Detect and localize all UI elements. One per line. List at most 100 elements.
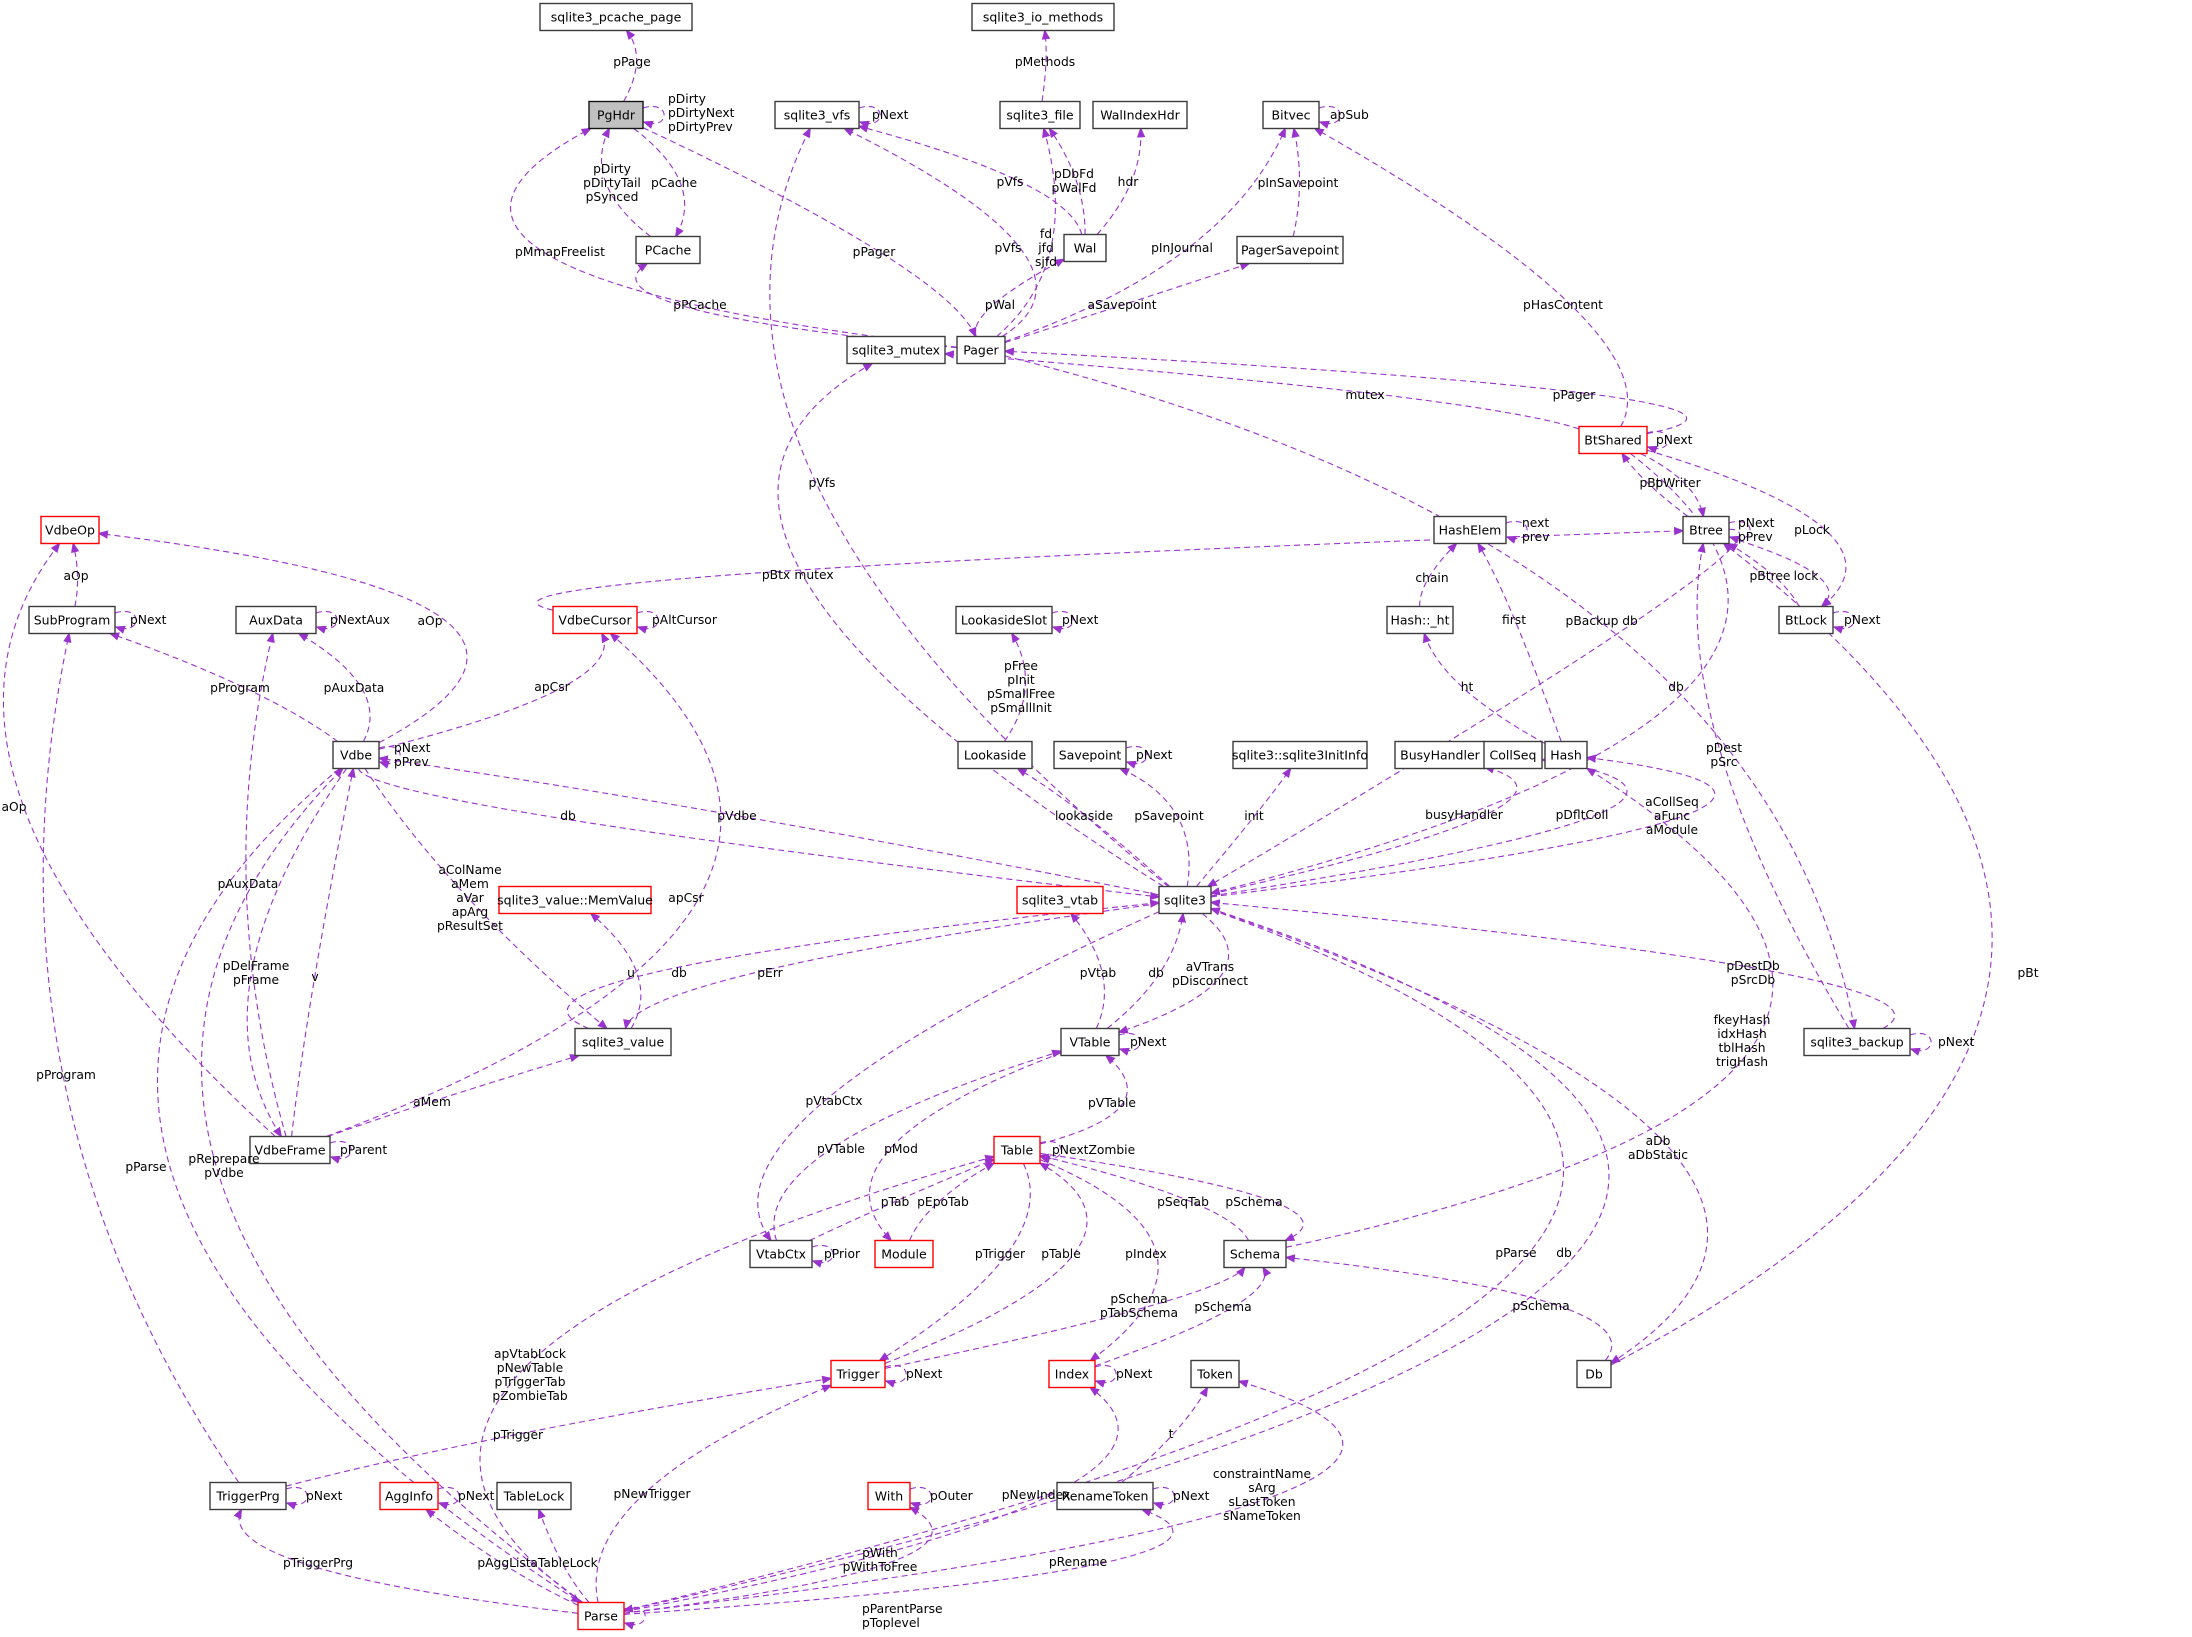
- node-box-PagerSavepoint[interactable]: [1236, 235, 1344, 265]
- node-TableLock[interactable]: TableLock: [496, 1481, 572, 1511]
- node-box-vfs[interactable]: [774, 100, 860, 130]
- node-Hash[interactable]: Hash: [1544, 740, 1588, 770]
- node-box-Vdbe[interactable]: [332, 740, 380, 770]
- node-VdbeOp[interactable]: VdbeOp: [40, 515, 100, 545]
- node-box-pcachepage[interactable]: [539, 2, 693, 32]
- node-box-With[interactable]: [867, 1481, 911, 1511]
- node-box-Schema[interactable]: [1223, 1239, 1287, 1269]
- node-initinfo[interactable]: sqlite3::sqlite3InitInfo: [1232, 740, 1368, 770]
- node-box-Pager[interactable]: [956, 335, 1006, 365]
- node-Db[interactable]: Db: [1576, 1359, 1612, 1389]
- node-box-Db[interactable]: [1576, 1359, 1612, 1389]
- node-box-AuxData[interactable]: [235, 605, 317, 635]
- node-WalIndexHdr[interactable]: WalIndexHdr: [1092, 100, 1188, 130]
- node-Module[interactable]: Module: [874, 1239, 934, 1269]
- node-box-VTable[interactable]: [1060, 1027, 1120, 1057]
- node-box-Table[interactable]: [993, 1135, 1041, 1165]
- node-box-Btree[interactable]: [1682, 515, 1730, 545]
- node-box-Trigger[interactable]: [830, 1359, 886, 1389]
- node-box-Wal[interactable]: [1063, 233, 1107, 263]
- node-box-file[interactable]: [999, 100, 1081, 130]
- node-vtab[interactable]: sqlite3_vtab: [1016, 885, 1104, 915]
- node-box-HashElem[interactable]: [1433, 515, 1507, 545]
- node-box-Token[interactable]: [1190, 1359, 1240, 1389]
- node-box-PgHdr[interactable]: [588, 100, 644, 130]
- node-box-vtab[interactable]: [1016, 885, 1104, 915]
- node-file[interactable]: sqlite3_file: [999, 100, 1081, 130]
- node-box-CollSeq[interactable]: [1483, 740, 1543, 770]
- node-box-BtShared[interactable]: [1578, 425, 1648, 455]
- node-BusyHandler[interactable]: BusyHandler: [1394, 740, 1486, 770]
- node-box-AggInfo[interactable]: [379, 1481, 439, 1511]
- node-box-Savepoint[interactable]: [1053, 740, 1127, 770]
- node-sqlite3[interactable]: sqlite3: [1158, 885, 1212, 915]
- node-mutex[interactable]: sqlite3_mutex: [846, 335, 946, 365]
- node-VdbeFrame[interactable]: VdbeFrame: [249, 1135, 331, 1165]
- node-iomethods[interactable]: sqlite3_io_methods: [971, 2, 1115, 32]
- node-box-PCache[interactable]: [635, 235, 701, 265]
- node-box-SubProgram[interactable]: [28, 605, 116, 635]
- node-BtShared[interactable]: BtShared: [1578, 425, 1648, 455]
- node-CollSeq[interactable]: CollSeq: [1483, 740, 1543, 770]
- node-box-VtabCtx[interactable]: [749, 1239, 813, 1269]
- node-pcachepage[interactable]: sqlite3_pcache_page: [539, 2, 693, 32]
- node-Lookaside[interactable]: Lookaside: [957, 740, 1033, 770]
- node-LookasideSlot[interactable]: LookasideSlot: [955, 605, 1053, 635]
- node-box-LookasideSlot[interactable]: [955, 605, 1053, 635]
- node-box-Bitvec[interactable]: [1262, 100, 1320, 130]
- node-Btree[interactable]: Btree: [1682, 515, 1730, 545]
- node-Vdbe[interactable]: Vdbe: [332, 740, 380, 770]
- node-SubProgram[interactable]: SubProgram: [28, 605, 116, 635]
- node-Token[interactable]: Token: [1190, 1359, 1240, 1389]
- node-BtLock[interactable]: BtLock: [1778, 605, 1834, 635]
- node-box-VdbeOp[interactable]: [40, 515, 100, 545]
- node-With[interactable]: With: [867, 1481, 911, 1511]
- node-box-RenameToken[interactable]: [1056, 1481, 1154, 1511]
- node-box-memvalue[interactable]: [498, 885, 652, 915]
- node-box-mutex[interactable]: [846, 335, 946, 365]
- node-RenameToken[interactable]: RenameToken: [1056, 1481, 1154, 1511]
- node-box-Lookaside[interactable]: [957, 740, 1033, 770]
- node-box-Parse[interactable]: [577, 1601, 625, 1631]
- node-box-Hash[interactable]: [1544, 740, 1588, 770]
- node-box-TriggerPrg[interactable]: [209, 1481, 287, 1511]
- node-Trigger[interactable]: Trigger: [830, 1359, 886, 1389]
- node-Index[interactable]: Index: [1048, 1359, 1096, 1389]
- node-box-hash_ht[interactable]: [1386, 605, 1454, 635]
- node-AuxData[interactable]: AuxData: [235, 605, 317, 635]
- node-box-Module[interactable]: [874, 1239, 934, 1269]
- node-TriggerPrg[interactable]: TriggerPrg: [209, 1481, 287, 1511]
- node-box-BtLock[interactable]: [1778, 605, 1834, 635]
- node-box-sqlite3[interactable]: [1158, 885, 1212, 915]
- node-box-VdbeFrame[interactable]: [249, 1135, 331, 1165]
- node-Table[interactable]: Table: [993, 1135, 1041, 1165]
- node-Pager[interactable]: Pager: [956, 335, 1006, 365]
- node-box-BusyHandler[interactable]: [1394, 740, 1486, 770]
- node-PgHdr[interactable]: PgHdr: [588, 100, 644, 130]
- node-value[interactable]: sqlite3_value: [574, 1027, 672, 1057]
- node-AggInfo[interactable]: AggInfo: [379, 1481, 439, 1511]
- node-VdbeCursor[interactable]: VdbeCursor: [552, 605, 638, 635]
- node-Bitvec[interactable]: Bitvec: [1262, 100, 1320, 130]
- node-Schema[interactable]: Schema: [1223, 1239, 1287, 1269]
- node-box-Index[interactable]: [1048, 1359, 1096, 1389]
- node-box-initinfo[interactable]: [1232, 740, 1368, 770]
- node-VtabCtx[interactable]: VtabCtx: [749, 1239, 813, 1269]
- node-PagerSavepoint[interactable]: PagerSavepoint: [1236, 235, 1344, 265]
- node-VTable[interactable]: VTable: [1060, 1027, 1120, 1057]
- node-vfs[interactable]: sqlite3_vfs: [774, 100, 860, 130]
- node-box-iomethods[interactable]: [971, 2, 1115, 32]
- node-memvalue[interactable]: sqlite3_value::MemValue: [497, 885, 653, 915]
- node-box-value[interactable]: [574, 1027, 672, 1057]
- node-hash_ht[interactable]: Hash::_ht: [1386, 605, 1454, 635]
- node-box-TableLock[interactable]: [496, 1481, 572, 1511]
- node-backup[interactable]: sqlite3_backup: [1803, 1027, 1911, 1057]
- node-HashElem[interactable]: HashElem: [1433, 515, 1507, 545]
- node-Wal[interactable]: Wal: [1063, 233, 1107, 263]
- node-Parse[interactable]: Parse: [577, 1601, 625, 1631]
- node-box-backup[interactable]: [1803, 1027, 1911, 1057]
- node-Savepoint[interactable]: Savepoint: [1053, 740, 1127, 770]
- node-box-WalIndexHdr[interactable]: [1092, 100, 1188, 130]
- node-PCache[interactable]: PCache: [635, 235, 701, 265]
- node-box-VdbeCursor[interactable]: [552, 605, 638, 635]
